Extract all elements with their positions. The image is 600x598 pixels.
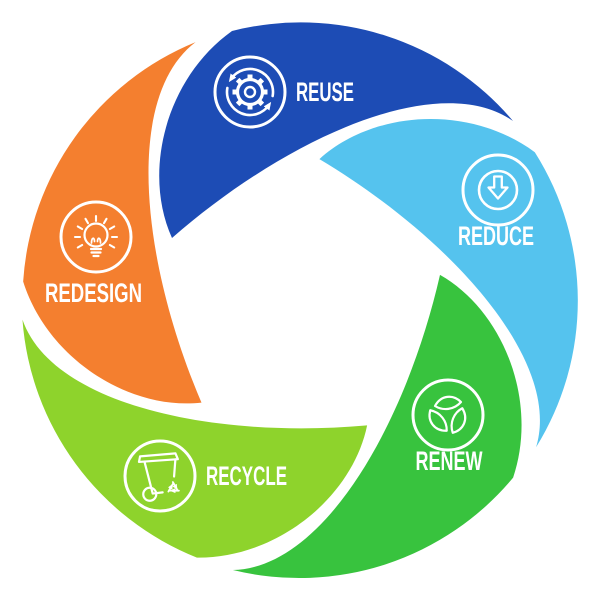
gear-refresh-icon bbox=[213, 55, 287, 129]
refresh-arrows bbox=[225, 67, 275, 117]
arrow-inner-circle bbox=[477, 169, 519, 211]
label-redesign: REDESIGN bbox=[45, 278, 142, 308]
recycle-icon-ring bbox=[123, 439, 197, 513]
down-arrow-glyph bbox=[487, 175, 509, 200]
bin-wheel bbox=[142, 486, 158, 502]
bin-body-right bbox=[172, 458, 177, 478]
label-renew: RENEW bbox=[416, 446, 483, 476]
arrow-down-circle-icon bbox=[461, 153, 535, 227]
bin-glyph bbox=[137, 452, 179, 502]
leaves-glyph bbox=[428, 395, 467, 434]
redesign-icon-ring bbox=[59, 200, 133, 274]
gear-glyph bbox=[232, 74, 268, 110]
bulb-glyph bbox=[83, 222, 109, 258]
leaves-cycle-icon bbox=[411, 378, 485, 452]
recycle-arrows-glyph bbox=[167, 481, 180, 494]
recycle-bin-icon bbox=[123, 439, 197, 513]
reuse-icon-ring bbox=[213, 55, 287, 129]
label-reuse: REUSE bbox=[296, 77, 354, 107]
label-recycle: RECYCLE bbox=[206, 461, 287, 491]
label-reduce: REDUCE bbox=[458, 221, 534, 251]
reduce-icon-ring bbox=[461, 153, 535, 227]
lightbulb-icon bbox=[59, 200, 133, 274]
bulb-rays bbox=[73, 214, 119, 249]
bin-body-left bbox=[143, 460, 164, 495]
bin-lid bbox=[137, 452, 179, 464]
renew-icon-ring bbox=[411, 378, 485, 452]
